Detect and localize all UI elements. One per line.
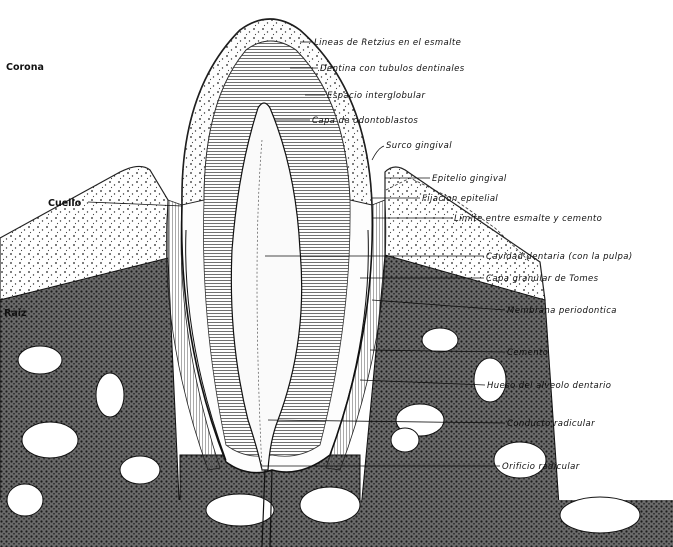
label-orificio-radicular: Orificio radicular [502, 462, 580, 472]
label-dentina-tubulos: Dentina con tubulos dentinales [320, 64, 465, 74]
label-limite-esmalte-cemento: Limite entre esmalte y cemento [454, 214, 602, 224]
region-label-cuello: Cuello [48, 198, 82, 209]
label-fijacion-epitelial: Fijacion epitelial [422, 194, 498, 204]
label-surco-gingival: Surco gingival [386, 141, 452, 151]
label-cemento: Cemento [507, 348, 548, 358]
label-lineas-retzius: Lineas de Retzius en el esmalte [314, 38, 461, 48]
label-conducto-radicular: Conducto radicular [507, 419, 595, 429]
label-espacio-interglobular: Espacio interglobular [327, 91, 425, 101]
label-hueso-alveolo: Hueso del alveolo dentario [487, 381, 611, 391]
label-capa-granular-tomes: Capa granular de Tomes [486, 274, 599, 284]
label-cavidad-dentaria: Cavidad dentaria (con la pulpa) [486, 252, 633, 262]
label-membrana-periodontica: Membrana periodontica [507, 306, 617, 316]
region-label-raiz: Raíz [4, 308, 27, 319]
region-label-corona: Corona [6, 62, 44, 73]
label-epitelio-gingival: Epitelio gingival [432, 174, 507, 184]
label-capa-odontoblastos: Capa de odontoblastos [312, 116, 418, 126]
